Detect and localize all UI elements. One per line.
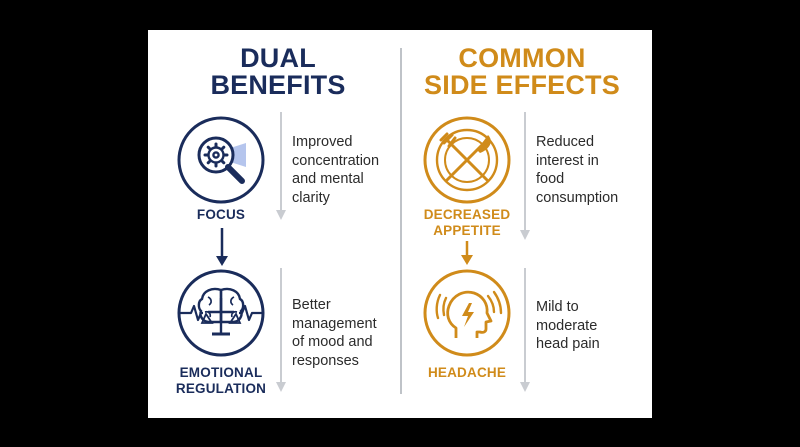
appetite-label-line2: APPETITE: [433, 223, 501, 238]
side-effects-heading-line1: COMMON: [458, 43, 586, 73]
focus-label: FOCUS: [161, 207, 281, 223]
appetite-description: Reduced interest in food consumption: [536, 133, 618, 207]
magnifier-gear-icon: [176, 115, 266, 205]
emotional-regulation-label: EMOTIONAL REGULATION: [161, 365, 281, 397]
emotional-label-line2: REGULATION: [175, 381, 267, 396]
emotional-desc-line: management: [292, 315, 377, 332]
emotional-desc-line: Better: [292, 297, 331, 313]
headache-desc-line: Mild to: [536, 299, 579, 315]
emotional-desc-guide: [275, 268, 287, 392]
brain-scale-icon: [176, 268, 266, 358]
side-effects-down-arrow: [461, 241, 473, 265]
benefits-down-arrow: [216, 228, 228, 266]
appetite-desc-line: food: [536, 171, 565, 187]
emotional-description: Better management of mood and responses: [292, 296, 377, 370]
focus-desc-line: clarity: [292, 189, 330, 206]
focus-desc-line: concentration: [292, 152, 380, 169]
emotional-label-line1: EMOTIONAL: [179, 365, 263, 380]
benefits-heading-line2: BENEFITS: [210, 70, 346, 100]
headache-description: Mild to moderate head pain: [536, 298, 600, 354]
focus-description: Improved concentration and mental clarit…: [292, 133, 379, 207]
headache-label: HEADACHE: [407, 365, 527, 381]
appetite-desc-guide: [519, 112, 531, 240]
benefits-heading-line1: DUAL: [240, 43, 316, 73]
headache-label-text: HEADACHE: [427, 365, 507, 380]
focus-desc-line: Improved: [292, 134, 353, 150]
benefits-heading: DUAL BENEFITS: [168, 45, 388, 99]
head-lightning-icon: [422, 268, 512, 358]
appetite-label-line1: DECREASED: [423, 207, 511, 222]
side-effects-heading-line2: SIDE EFFECTS: [424, 70, 620, 100]
emotional-desc-line: responses: [292, 352, 359, 369]
focus-desc-line: and mental: [292, 171, 364, 187]
headache-desc-line: moderate: [536, 317, 598, 334]
headache-desc-line: head pain: [536, 336, 600, 352]
appetite-desc-line: interest in: [536, 152, 599, 169]
focus-desc-guide: [275, 112, 287, 220]
crossed-fork-knife-plate-icon: [422, 115, 512, 205]
headache-desc-guide: [519, 268, 531, 392]
focus-label-text: FOCUS: [196, 207, 246, 222]
decreased-appetite-label: DECREASED APPETITE: [407, 207, 527, 239]
emotional-desc-line: of mood and: [292, 334, 373, 350]
appetite-desc-line: consumption: [536, 189, 619, 206]
column-divider: [400, 48, 402, 394]
side-effects-heading: COMMON SIDE EFFECTS: [412, 45, 632, 99]
appetite-desc-line: Reduced: [536, 134, 595, 150]
